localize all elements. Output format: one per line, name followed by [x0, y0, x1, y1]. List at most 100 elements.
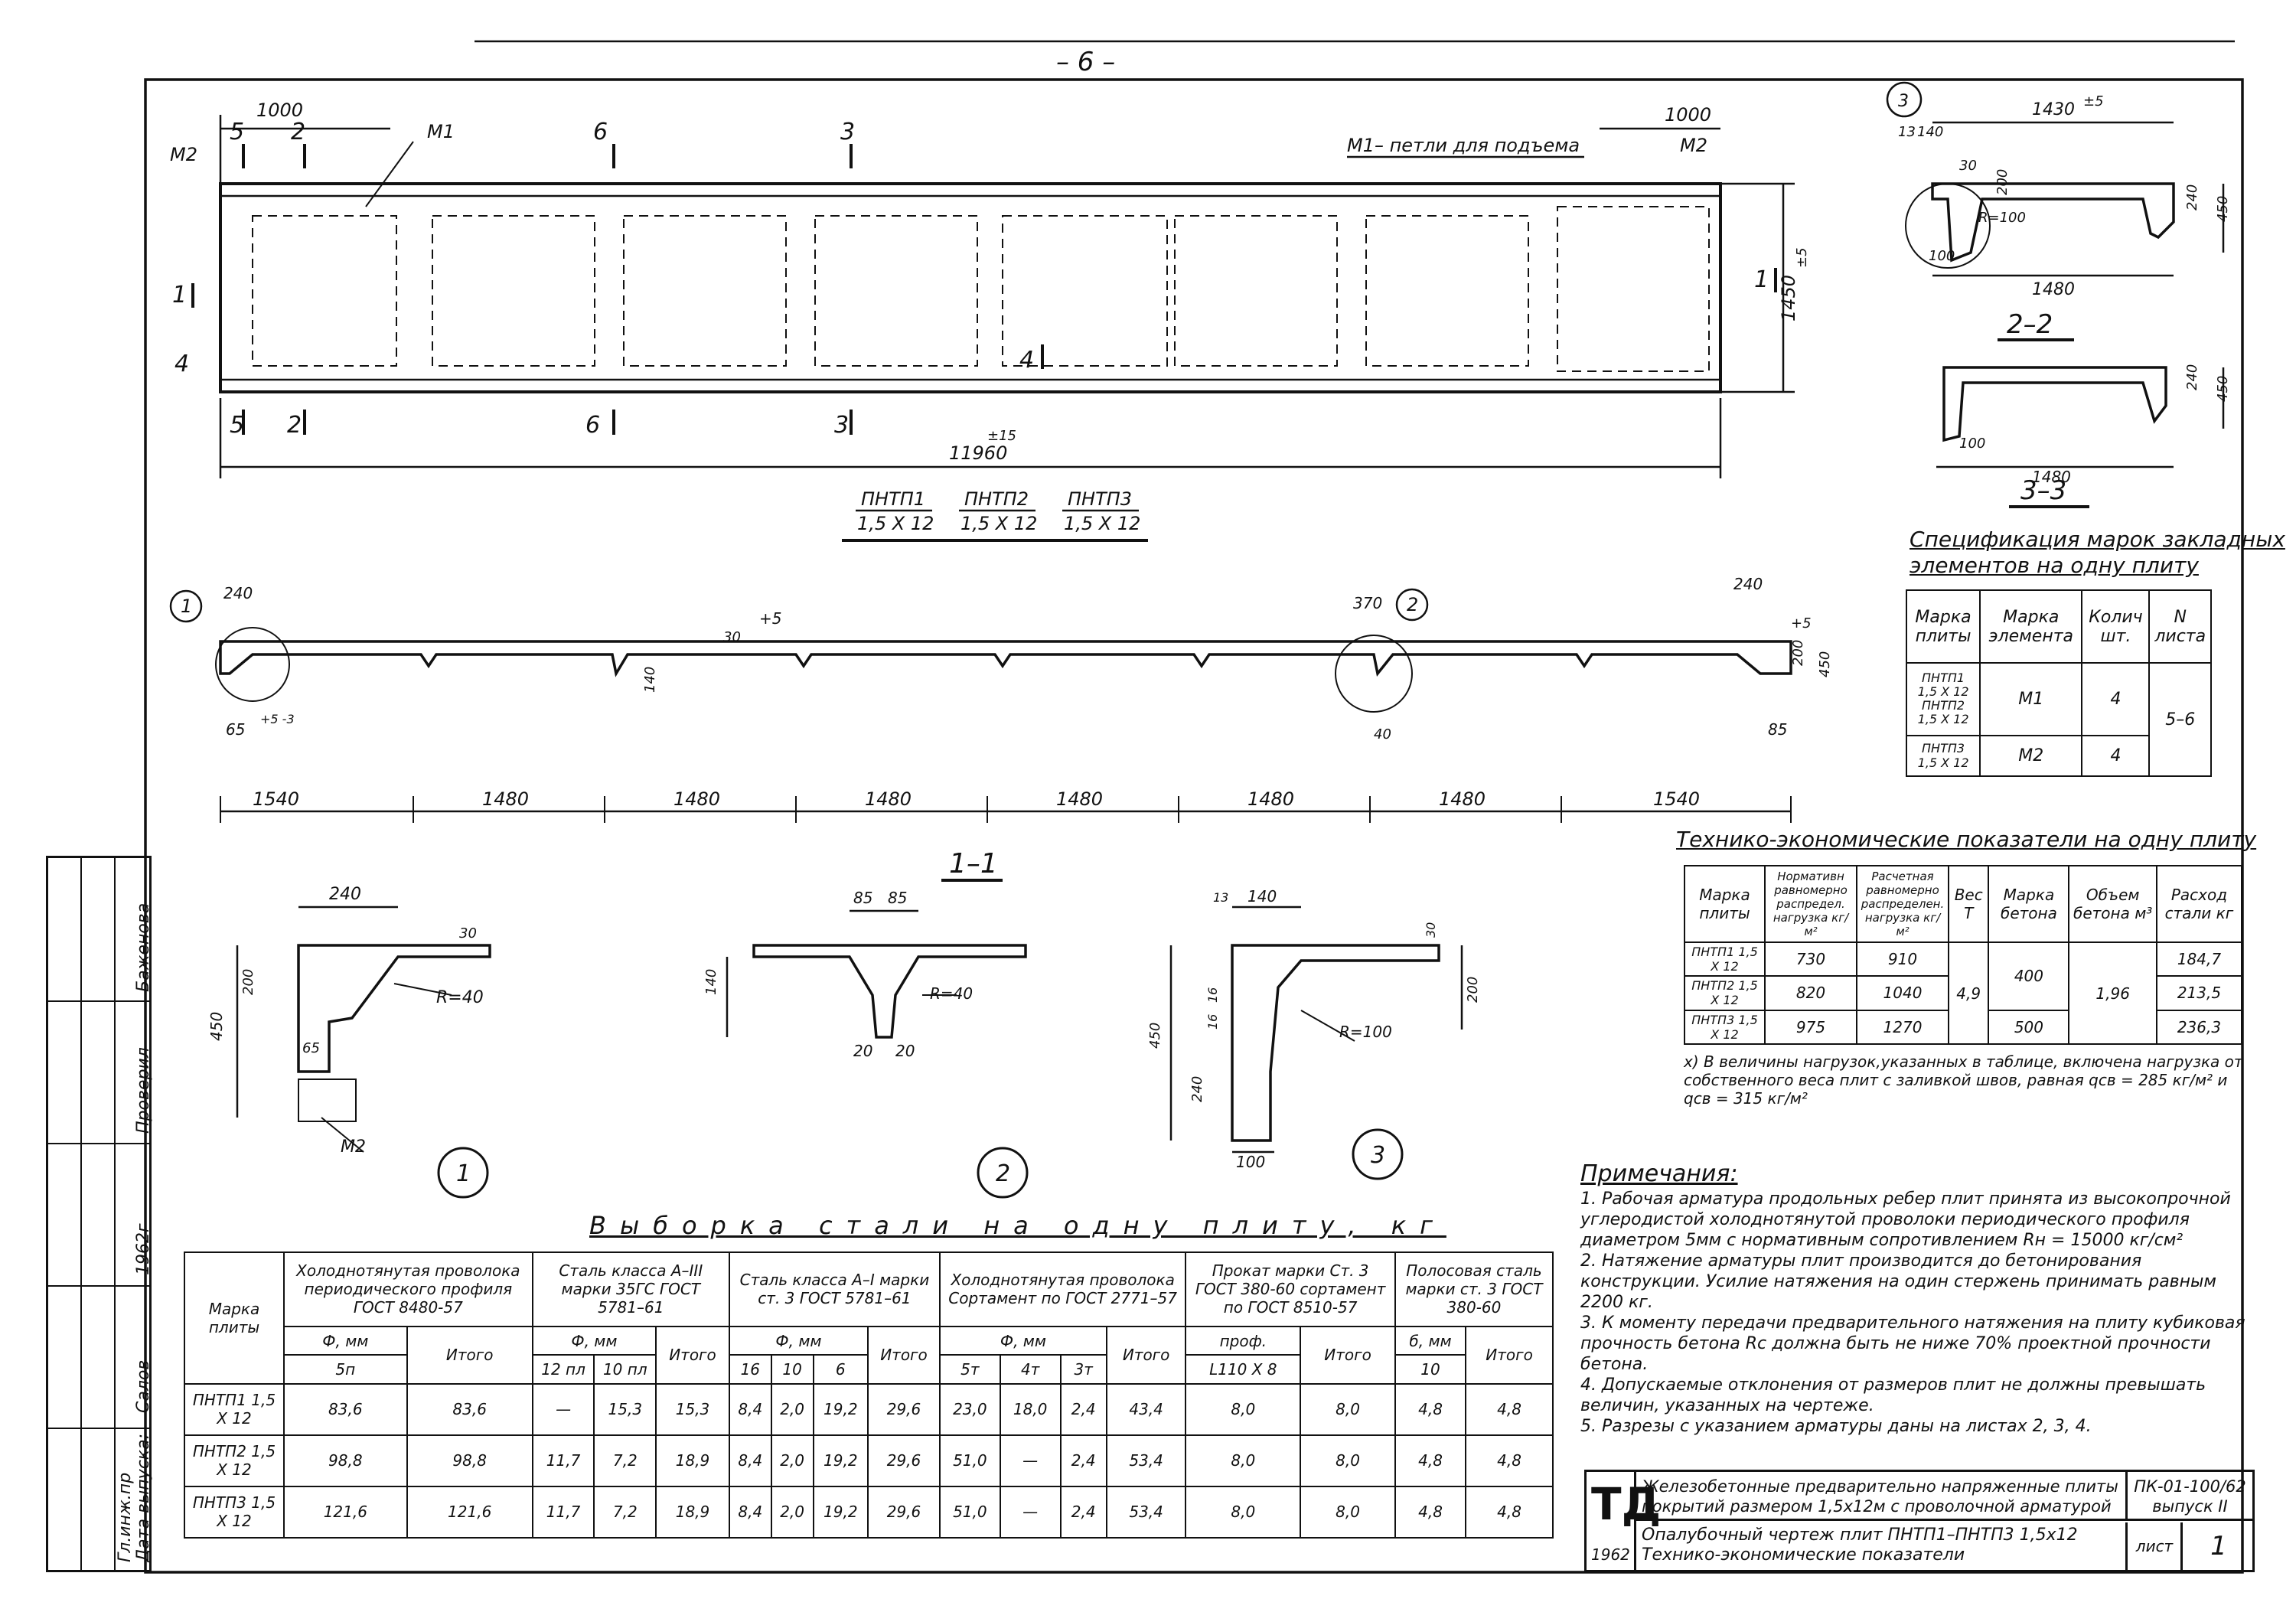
steel-group-4: Холоднотянутая проволока Сортамент по ГО…	[938, 1251, 1187, 1327]
cut-6-bottom: 6	[585, 412, 600, 439]
table-row: ПНТП3 1,5 Х 12 975 1270 500 236,3	[1684, 1009, 2243, 1046]
spec-plate-2: ПНТП2 1,5 Х 12	[1917, 698, 1969, 727]
table-row: ПНТП1 1,5 Х 12 730 910 4,9 400 1,96 184,…	[1684, 941, 2243, 1045]
steel-cell: 4,8	[1465, 1485, 1554, 1539]
dim-30: 30	[723, 629, 741, 645]
steel-cell: 53,4	[1105, 1485, 1187, 1539]
tep-title: Технико-экономические показатели на одну…	[1676, 827, 2257, 852]
side-release-date: Дата выпуска:	[134, 1434, 153, 1562]
dim-370: 370	[1353, 594, 1382, 612]
d1-240: 240	[329, 885, 361, 904]
d1-450: 450	[207, 1012, 226, 1041]
steel-cell: 98,8	[406, 1434, 533, 1487]
section-2-2: 3 1430 ±5 1480 13 140 30 R=100 100 200 2…	[1886, 81, 2231, 341]
cut-1-right: 1	[1754, 266, 1769, 293]
steel-cell: 19,2	[812, 1434, 869, 1487]
dim-100-33: 100	[1959, 436, 1985, 452]
spec-h-element: Марка элемента	[1979, 589, 2083, 664]
side-stamp: Гл.инж.пр Дата выпуска: Салов 1962г Пров…	[46, 856, 153, 1572]
d3-240: 240	[1189, 1076, 1205, 1102]
dim-1480-22: 1480	[2032, 280, 2075, 299]
dim-85: 85	[1768, 720, 1787, 739]
tol-5-section: +5	[759, 609, 781, 628]
d3-140: 140	[1247, 887, 1277, 906]
td-logo-year: 1962	[1591, 1545, 1630, 1564]
dim-65: 65	[226, 720, 245, 739]
steel-cell: 43,4	[1105, 1382, 1187, 1436]
d2-140: 140	[703, 969, 719, 995]
steel-cell: 2,4	[1059, 1434, 1107, 1487]
tep-h-steel: Расход стали кг	[2155, 865, 2243, 943]
stamp-subtitle: Опалубочный чертеж плит ПНТП1–ПНТП3 1,5х…	[1636, 1522, 2125, 1570]
steel-itogo-3: Итого	[867, 1325, 941, 1385]
d3-r100: R=100	[1339, 1023, 1392, 1041]
callout-1-label: 1	[181, 596, 192, 617]
d2-85b: 85	[888, 889, 907, 907]
steel-cell: 18,9	[655, 1485, 730, 1539]
spec-el-2: М2	[1979, 734, 2083, 778]
tep-r2-calc: 1040	[1856, 975, 1949, 1011]
d3-100: 100	[1236, 1153, 1265, 1171]
steel-itogo-6: Итого	[1465, 1325, 1554, 1385]
notes-block: Примечания: 1. Рабочая арматура продольн…	[1580, 1163, 2254, 1437]
spec-title-1: Спецификация марок закладных	[1910, 527, 2285, 552]
span-7: 1480	[1439, 788, 1486, 810]
steel-cell: 19,2	[812, 1485, 869, 1539]
steel-prof: проф.	[1185, 1325, 1302, 1356]
tep-r3-steel: 236,3	[2155, 1009, 2243, 1046]
steel-cell: 51,0	[938, 1434, 1001, 1487]
plan-title-2-den: 1,5 Х 12	[960, 513, 1037, 534]
steel-sub-b10: 10	[1394, 1354, 1467, 1385]
note-1: 1. Рабочая арматура продольных ребер пли…	[1580, 1189, 2231, 1250]
page-number: – 6 –	[1056, 47, 1115, 77]
steel-group-6: Полосовая сталь марки ст. 3 ГОСТ 380-60	[1394, 1251, 1554, 1327]
spec-h-sheet: N листа	[2148, 589, 2212, 664]
steel-sub-4t: 4т	[999, 1354, 1062, 1385]
tep-r2-norm: 820	[1764, 975, 1857, 1011]
dim-200-section: 200	[1790, 640, 1806, 666]
steel-cell: 29,6	[867, 1434, 941, 1487]
section-3-3: 100 1480 240 450 3–3	[1936, 364, 2231, 508]
steel-cell: 83,6	[406, 1382, 533, 1436]
title-block: ТД 1962 Железобетонные предварительно на…	[1584, 1470, 2255, 1572]
steel-cell: 19,2	[812, 1382, 869, 1436]
cut-4-left: 4	[174, 351, 189, 377]
table-row: ПНТП1 1,5 Х 12 ПНТП2 1,5 Х 12 М1 4 5–6	[1905, 662, 2212, 777]
section-1-1-profile	[219, 640, 1792, 677]
steel-dia-2: Ф, мм	[531, 1325, 657, 1356]
dim-140-22: 140	[1917, 124, 1943, 140]
steel-cell: 8,0	[1300, 1382, 1396, 1436]
steel-cell: —	[999, 1434, 1062, 1487]
steel-sub-16: 16	[728, 1354, 772, 1385]
d1-30: 30	[459, 925, 477, 941]
span-1: 1540	[253, 788, 299, 810]
dim-200-22: 200	[1994, 169, 2011, 195]
steel-cell: 11,7	[531, 1434, 595, 1487]
cut-3-bottom: 3	[834, 412, 849, 439]
tep-h-calc: Расчетная равномерно распределен. нагруз…	[1856, 865, 1949, 943]
d2-20a: 20	[853, 1042, 872, 1060]
steel-cell: 4,8	[1465, 1434, 1554, 1487]
d2-label: 2	[996, 1160, 1010, 1187]
steel-sub-6: 6	[812, 1354, 869, 1385]
steel-cell: 53,4	[1105, 1434, 1187, 1487]
table-row: ПНТП3 1,5 Х 12 М2 4	[1905, 734, 2211, 778]
dim-30-22: 30	[1959, 158, 1977, 174]
steel-dia-4: Ф, мм	[938, 1325, 1107, 1356]
stamp-sub-l1: Опалубочный чертеж плит ПНТП1–ПНТП3 1,5х…	[1642, 1526, 2078, 1545]
notes-title: Примечания:	[1580, 1160, 1738, 1187]
tep-r1-norm: 730	[1764, 941, 1857, 977]
d1-label: 1	[456, 1160, 471, 1187]
span-2: 1480	[482, 788, 529, 810]
spec-el-1: М1	[1979, 662, 2083, 736]
tep-footnote: х) В величины нагрузок,указанных в табли…	[1684, 1052, 2243, 1108]
dim-11960: 11960	[949, 442, 1007, 464]
steel-cell: 4,8	[1394, 1382, 1467, 1436]
span-8: 1540	[1653, 788, 1700, 810]
tep-r1-steel: 184,7	[2155, 941, 2243, 977]
steel-cell: —	[999, 1485, 1062, 1539]
d3-label: 3	[1371, 1142, 1385, 1169]
stamp-code: ПК-01-100/62 выпуск II	[2125, 1472, 2252, 1521]
